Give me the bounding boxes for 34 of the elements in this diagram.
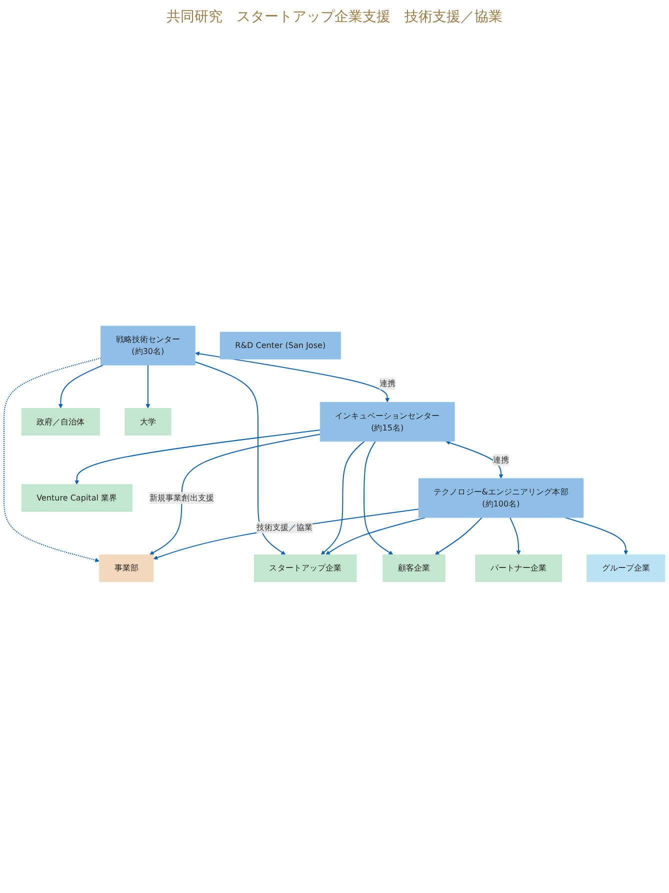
arrow — [434, 517, 482, 555]
node-box: インキュベーションセンター (約15名) — [320, 402, 455, 442]
node-box: グループ企業 — [586, 554, 666, 582]
node-box: 事業部 — [99, 554, 154, 582]
edge-label: 連携 — [379, 378, 396, 388]
node-box: 大学 — [124, 408, 172, 436]
arrow — [564, 517, 628, 555]
node-box: スタートアップ企業 — [254, 554, 357, 582]
arrow — [4, 358, 101, 562]
edge-label: 新規事業創出支援 — [150, 493, 214, 503]
group-label: スタートアップ企業支援 — [236, 8, 390, 26]
node-box: パートナー企業 — [475, 554, 562, 582]
arrow — [320, 441, 365, 555]
arrow — [446, 440, 504, 479]
group-label: 技術支援／協業 — [404, 8, 502, 26]
arrow — [510, 517, 521, 555]
edge-label: 技術支援／協業 — [256, 522, 313, 532]
arrow — [150, 434, 320, 555]
node-box: 顧客企業 — [382, 554, 446, 582]
arrow — [58, 364, 104, 409]
node-box: 政府／自治体 — [21, 408, 100, 436]
edge-label: 連携 — [492, 455, 510, 465]
node-box: R&D Center (San Jose) — [220, 332, 341, 360]
node-box: Venture Capital 業界 — [21, 484, 132, 512]
arrow — [74, 430, 320, 485]
node-box: 戦略技術センター (約30名) — [100, 326, 196, 366]
arrow — [364, 441, 394, 555]
arrow — [153, 508, 419, 560]
node-box: テクノロジー&エンジニアリング本部 (約100名) — [418, 478, 584, 518]
arrow — [195, 352, 390, 403]
arrow — [146, 365, 150, 409]
arrow — [194, 362, 286, 555]
group-label: 共同研究 — [166, 8, 222, 26]
arrow — [326, 517, 426, 555]
